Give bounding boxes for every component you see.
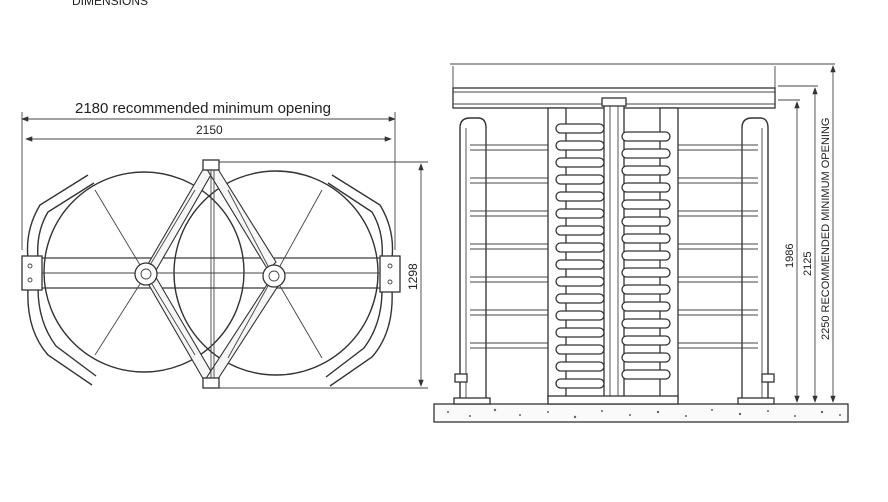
- width-dimension-label: 2150: [196, 123, 223, 137]
- rotor-sweep-circle-left: [43, 171, 245, 373]
- elevation-view: 1986 2125 2250 RECOMMENDED MINIMUM OPENI…: [433, 63, 849, 423]
- header-title: DIMENSIONS: [72, 0, 148, 8]
- rotor-arms: [94, 189, 323, 359]
- center-x-frame: [145, 159, 279, 389]
- floor-slab: [433, 403, 849, 423]
- outer-barrier-left: [21, 174, 97, 386]
- rotor-bars: [555, 123, 671, 389]
- opening-dimension-label: 2180 recommended minimum opening: [75, 100, 331, 117]
- height-1-label: 1986: [784, 244, 796, 268]
- rotor-hub-left: [134, 262, 158, 286]
- height-3-label: 2250 RECOMMENDED MINIMUM OPENING: [820, 118, 832, 340]
- rotor-hub-right: [262, 264, 286, 288]
- outer-posts: [454, 117, 775, 400]
- outer-barrier-right: [325, 174, 401, 387]
- floor-hatch: [447, 408, 841, 419]
- fixed-comb-bars: [470, 128, 758, 400]
- plan-view: 2180 recommended minimum opening 2150 12…: [21, 100, 428, 389]
- base-plate: [547, 395, 679, 405]
- height-2-label: 2125: [802, 252, 814, 276]
- depth-dimension-label: 1298: [406, 263, 420, 290]
